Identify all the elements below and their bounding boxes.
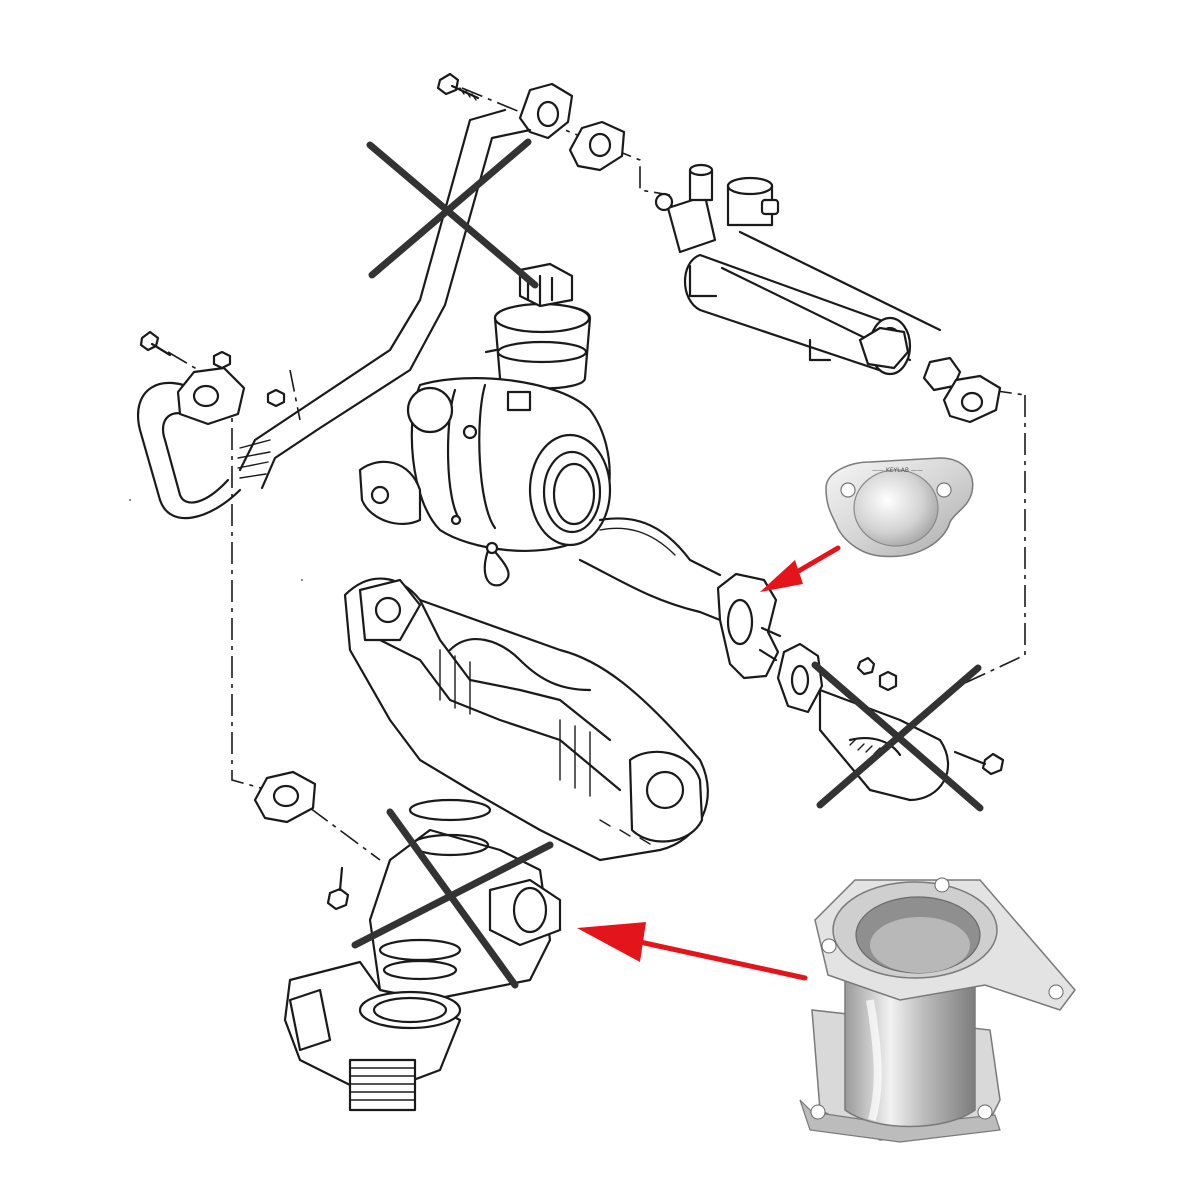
- cross-egr-pipe-lower: [816, 664, 982, 809]
- throttle-egr-module: [326, 798, 562, 1002]
- second-flange-gasket: [568, 120, 626, 172]
- cross-egr-valve: [368, 138, 532, 279]
- cross-egr-valve: [366, 141, 539, 289]
- plate-engraving: —— KEYLAB ——: [872, 467, 923, 474]
- egr-cooler: [654, 163, 1002, 424]
- intake-manifold: [343, 577, 709, 862]
- cross-throttle-module: [351, 841, 554, 949]
- blanking-plate: —— KEYLAB ——: [825, 457, 974, 558]
- throttle-body: [283, 960, 462, 1112]
- egr-valve-top: [484, 262, 592, 390]
- removed-marks: [351, 138, 984, 989]
- egr-pipe-flange: [716, 572, 824, 714]
- lower-left-gasket: [253, 770, 317, 824]
- stray-dot: [129, 499, 131, 501]
- stray-dot: [301, 579, 303, 581]
- arrow-plate-to-flange: [760, 545, 841, 592]
- turbocharger: [358, 377, 722, 622]
- arrow-adapter-to-module: [577, 922, 808, 981]
- top-bolt: [436, 72, 480, 101]
- egr-pipe-upper: [237, 108, 532, 490]
- top-flange-gasket: [518, 82, 574, 140]
- egr-pipe-left: [137, 330, 286, 520]
- bypass-adapter-pipe: [799, 877, 1076, 1143]
